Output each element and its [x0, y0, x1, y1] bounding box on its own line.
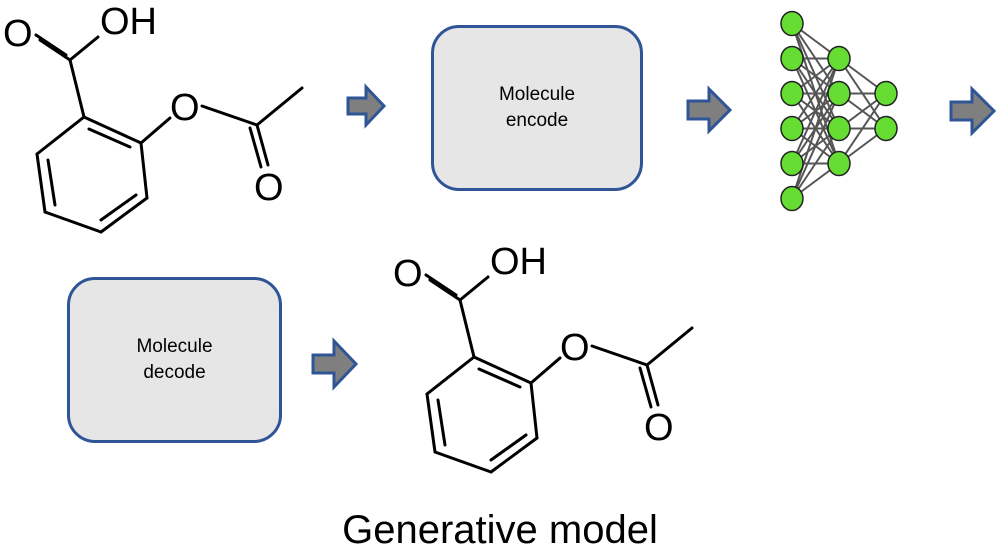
- ester-oxygen-label: O: [560, 327, 590, 369]
- nn-node-layer-3: [874, 80, 898, 107]
- nn-node-layer-1: [780, 185, 804, 212]
- nn-node-layer-2: [827, 80, 851, 107]
- arrow-right-icon: [949, 85, 997, 137]
- hydroxyl-label: OH: [490, 241, 547, 283]
- arrow-right-icon: [346, 83, 387, 129]
- nn-node-layer-1: [780, 45, 804, 72]
- nn-node-layer-1: [780, 150, 804, 177]
- output-molecule: O OH O O: [393, 241, 694, 474]
- nn-edge: [791, 58, 840, 164]
- nn-edge: [791, 93, 840, 199]
- diagram-title: Generative model: [342, 508, 658, 552]
- neural-network-icon: [780, 10, 898, 212]
- nn-edge: [791, 127, 840, 200]
- encode-label-line1: Molecule: [498, 84, 576, 105]
- carbonyl-oxygen-label: O: [3, 13, 33, 55]
- molecule-encode-box: Molecule encode: [431, 25, 643, 191]
- acetyl-oxygen-label: O: [644, 407, 674, 449]
- input-molecule: O OH O O: [3, 1, 304, 234]
- nn-edge: [791, 57, 840, 130]
- nn-edge: [838, 92, 887, 165]
- arrow-right-icon: [311, 337, 359, 391]
- hydroxyl-label: OH: [100, 1, 157, 43]
- nn-node-layer-3: [874, 115, 898, 142]
- nn-node-layer-2: [827, 115, 851, 142]
- encode-label-line2: encode: [505, 110, 569, 131]
- acetyl-oxygen-label: O: [254, 167, 284, 209]
- nn-node-layer-1: [780, 115, 804, 142]
- nn-node-layer-2: [827, 45, 851, 72]
- nn-edge: [791, 58, 840, 199]
- ester-oxygen-label: O: [170, 87, 200, 129]
- decode-label-line1: Molecule: [136, 336, 213, 357]
- nn-node-layer-1: [780, 10, 804, 37]
- nn-node-layer-1: [780, 80, 804, 107]
- nn-node-layer-2: [827, 150, 851, 177]
- decode-label-line2: decode: [143, 362, 206, 383]
- arrow-right-icon: [686, 85, 733, 135]
- molecule-decode-box: Molecule decode: [67, 277, 282, 443]
- carbonyl-oxygen-label: O: [393, 253, 423, 295]
